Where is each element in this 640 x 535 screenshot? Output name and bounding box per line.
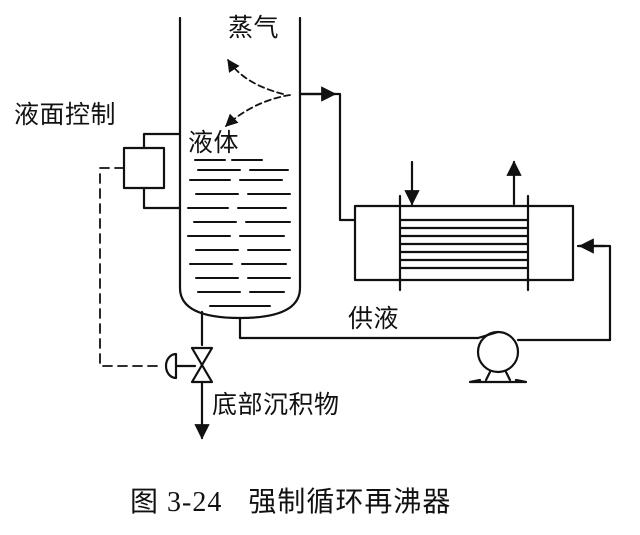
control-signal-line bbox=[99, 167, 161, 367]
label-steam: 蒸气 bbox=[228, 13, 280, 42]
pump-discharge-line bbox=[576, 244, 612, 342]
valve-actuator bbox=[164, 352, 197, 380]
vapor-flow-curve bbox=[227, 58, 284, 95]
level-controller-lower-tap bbox=[142, 186, 182, 210]
heat-exchanger bbox=[353, 194, 575, 292]
caption-number: 3-24 bbox=[167, 487, 223, 518]
level-controller-box bbox=[122, 146, 166, 190]
label-liquid: 液体 bbox=[188, 128, 240, 157]
caption-title: 强制循环再沸器 bbox=[248, 485, 452, 518]
label-bottom-sediment: 底部沉积物 bbox=[212, 390, 340, 419]
liquid-flow-curve bbox=[225, 94, 291, 127]
supply-line bbox=[238, 316, 480, 340]
circulation-pump bbox=[468, 330, 612, 384]
level-controller-upper-tap bbox=[142, 132, 182, 150]
label-level-control: 液面控制 bbox=[14, 100, 117, 129]
vapor-return-line bbox=[298, 92, 357, 222]
column-vessel bbox=[178, 16, 302, 320]
liquid-lines bbox=[187, 159, 291, 307]
label-supply: 供液 bbox=[348, 304, 400, 333]
control-valve bbox=[190, 346, 214, 384]
caption-prefix: 图 bbox=[130, 485, 160, 518]
